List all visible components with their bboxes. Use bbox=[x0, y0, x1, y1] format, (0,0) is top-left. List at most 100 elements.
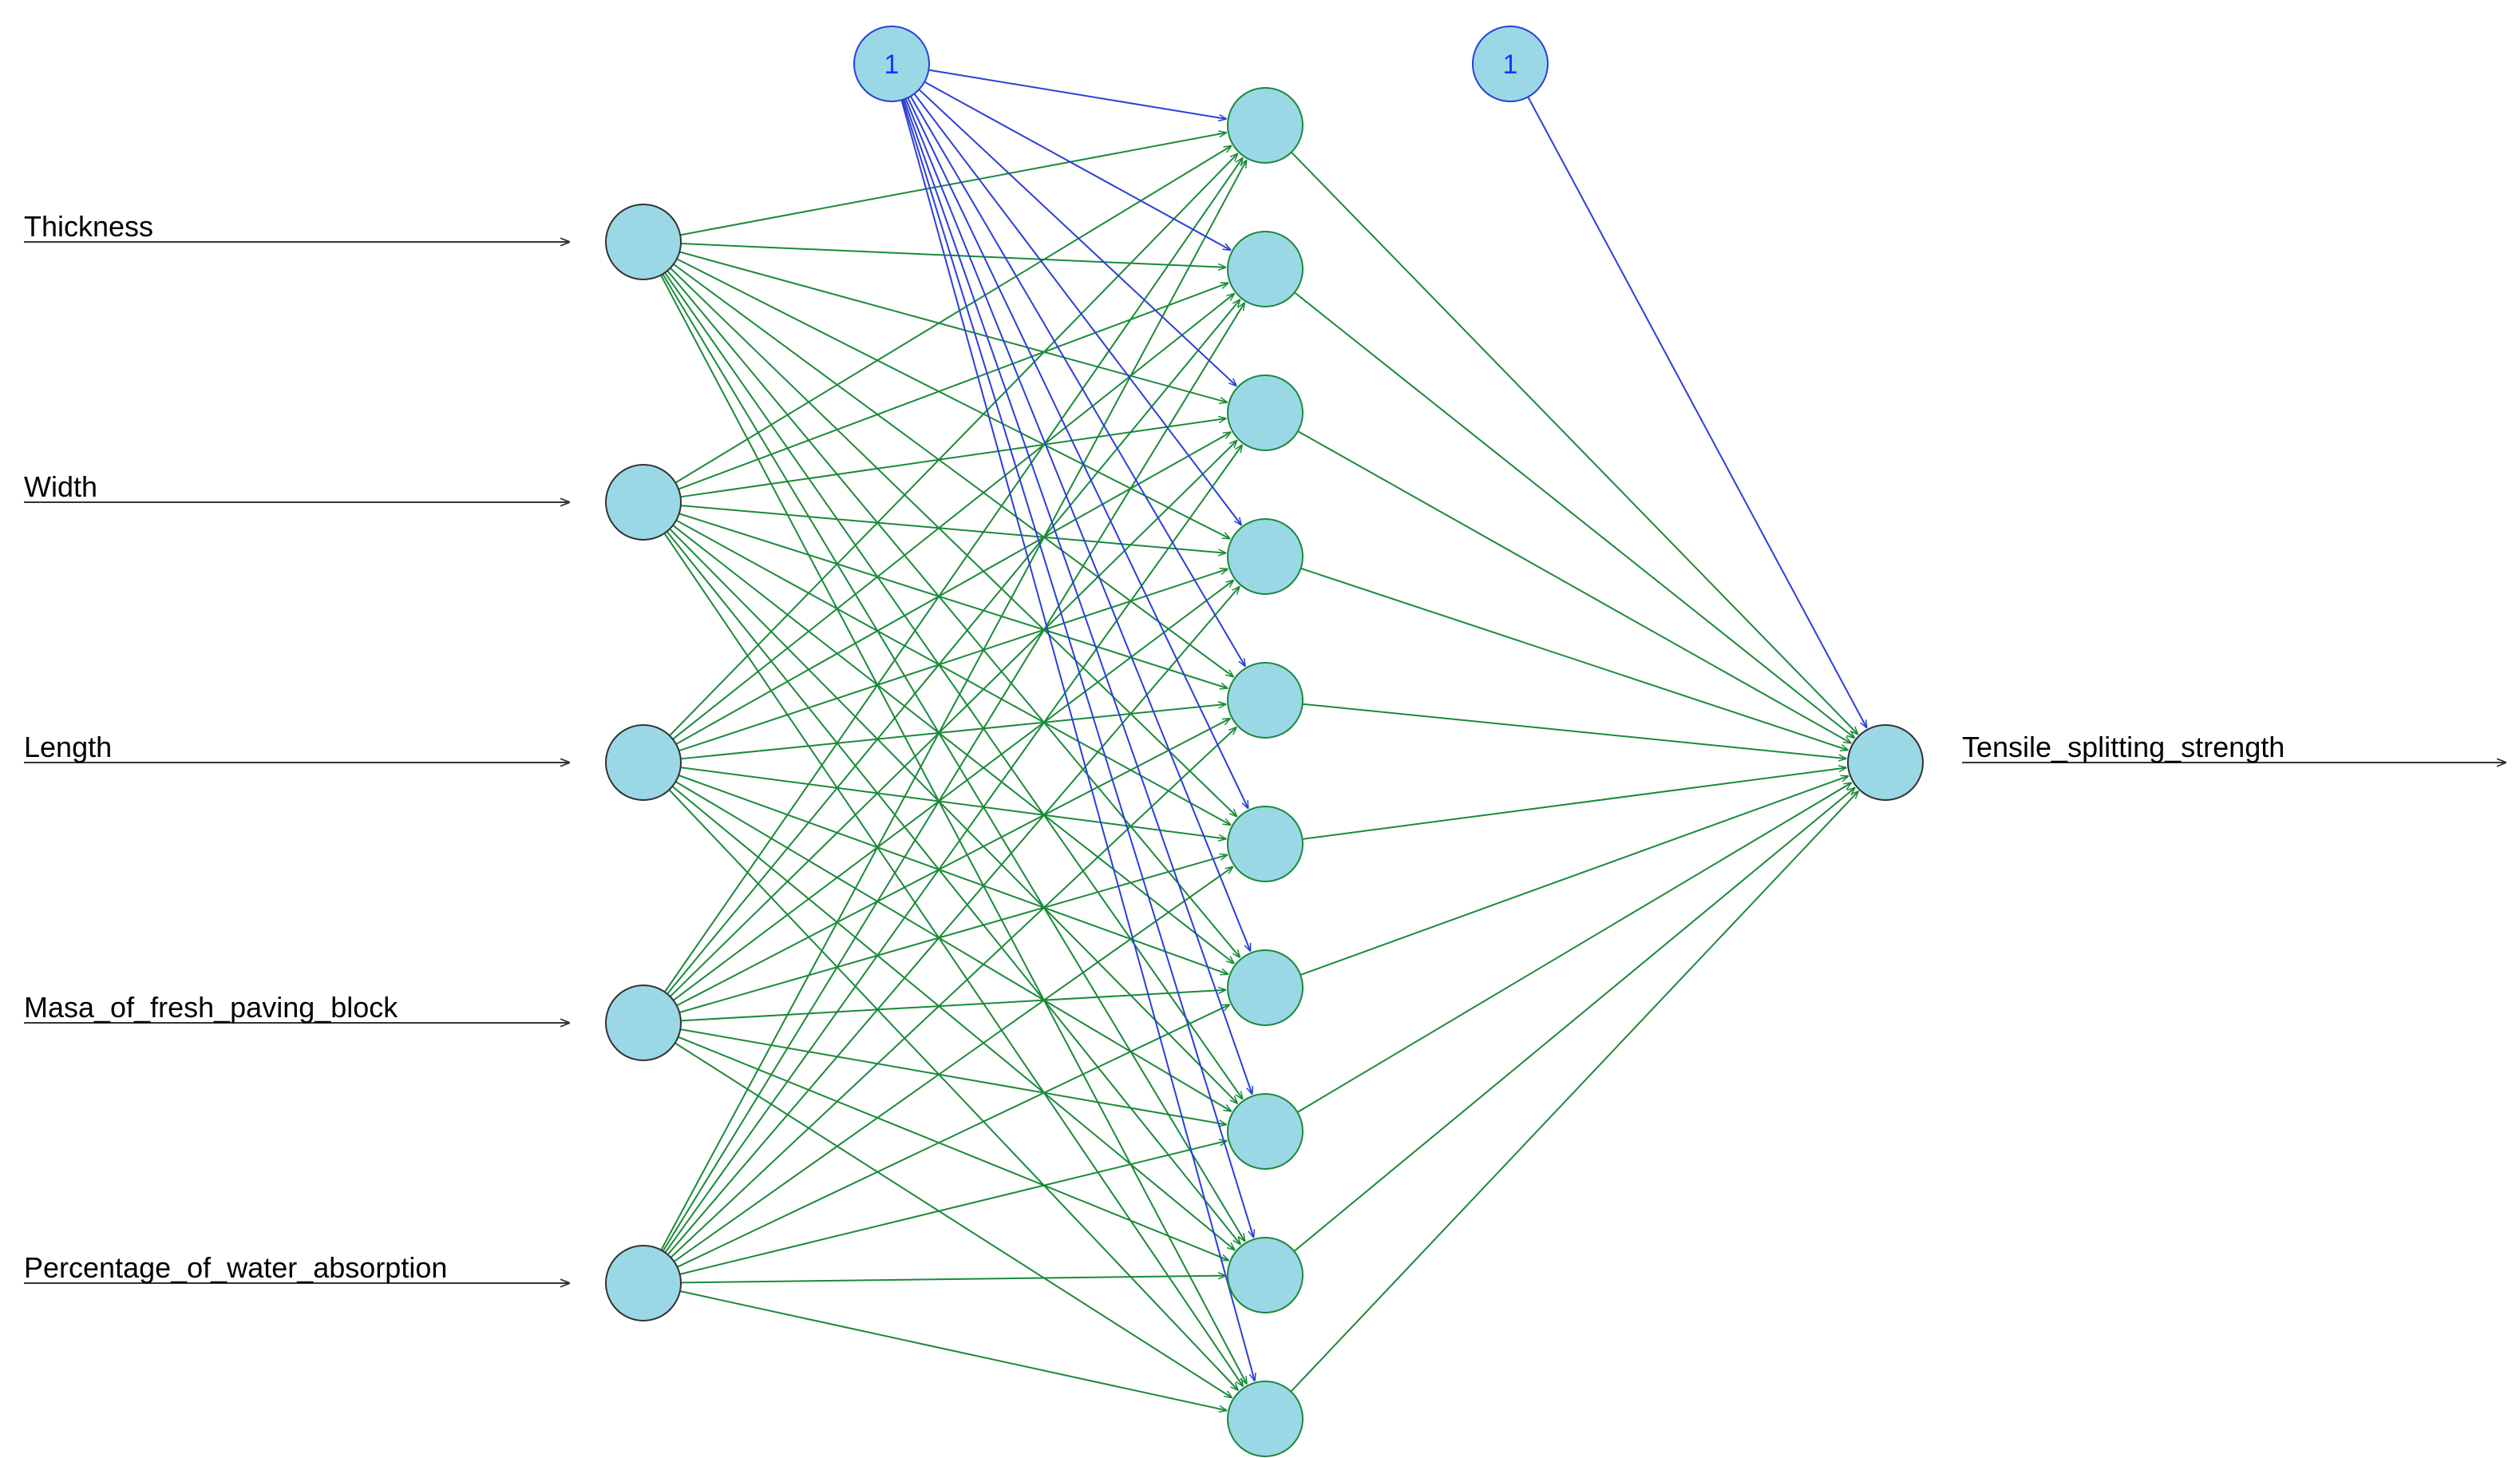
weight-edge-in0-h1 bbox=[680, 243, 1226, 267]
weight-edge-h5-out bbox=[1302, 767, 1847, 840]
io-arrows bbox=[24, 242, 2506, 1283]
weight-edge-h2-out bbox=[1297, 430, 1851, 743]
weight-edge-in4-h1 bbox=[662, 303, 1245, 1252]
weight-edge-h6-out bbox=[1300, 776, 1849, 976]
weight-edge-in0-h6 bbox=[667, 270, 1240, 957]
weight-edge-in4-h2 bbox=[664, 445, 1242, 1254]
weight-edge-in1-h7 bbox=[669, 528, 1238, 1103]
input-node-4 bbox=[605, 1245, 682, 1321]
weight-edge-in4-h9 bbox=[679, 1290, 1227, 1411]
weight-edge-in0-h2 bbox=[679, 251, 1227, 402]
weight-edge-in3-h3 bbox=[673, 580, 1234, 1001]
hidden-node-2 bbox=[1227, 374, 1304, 451]
hidden-node-7 bbox=[1227, 1093, 1304, 1170]
weight-edge-in1-h5 bbox=[675, 519, 1231, 826]
weight-edge-in2-h8 bbox=[671, 786, 1235, 1250]
input-node-0 bbox=[605, 204, 682, 280]
weight-edge-in3-h0 bbox=[663, 157, 1243, 992]
weight-edge-in4-h5 bbox=[673, 866, 1233, 1262]
bias-edge-h5 bbox=[907, 97, 1249, 808]
input-node-1 bbox=[605, 464, 682, 541]
input-label-1: Width bbox=[24, 470, 97, 503]
hidden-node-9 bbox=[1227, 1381, 1304, 1457]
weight-edge-in4-h6 bbox=[677, 1004, 1229, 1268]
bias-edge-h9 bbox=[900, 100, 1254, 1381]
bias-edge-h2 bbox=[918, 89, 1236, 386]
weight-edge-in4-h0 bbox=[660, 160, 1247, 1251]
input-label-2: Length bbox=[24, 731, 112, 763]
weight-edge-in1-h1 bbox=[678, 283, 1228, 490]
weight-edge-in2-h6 bbox=[678, 775, 1228, 974]
bias-node-hidden bbox=[853, 26, 930, 102]
weight-edge-in2-h5 bbox=[680, 767, 1227, 839]
weight-edge-in2-h9 bbox=[668, 789, 1238, 1390]
weight-edge-in3-h5 bbox=[678, 855, 1228, 1013]
weight-edge-in2-h7 bbox=[675, 781, 1231, 1111]
weight-edge-in0-h0 bbox=[680, 133, 1227, 236]
weight-edge-in0-h5 bbox=[670, 267, 1237, 817]
weight-edge-in2-h1 bbox=[672, 293, 1235, 740]
input-label-0: Thickness bbox=[24, 210, 153, 243]
hidden-node-1 bbox=[1227, 231, 1304, 307]
weight-edge-in0-h3 bbox=[676, 258, 1230, 539]
weight-edge-in2-h0 bbox=[669, 153, 1238, 737]
bias-edges bbox=[900, 69, 1867, 1381]
output-node bbox=[1847, 724, 1924, 801]
hidden-node-8 bbox=[1227, 1237, 1304, 1313]
weight-edge-in4-h8 bbox=[680, 1276, 1226, 1284]
weight-edge-in1-h3 bbox=[680, 505, 1226, 553]
weight-edges bbox=[660, 133, 1858, 1411]
output-label: Tensile_splitting_strength bbox=[1962, 731, 2285, 763]
input-node-2 bbox=[605, 724, 682, 801]
weight-edge-in2-h4 bbox=[680, 704, 1226, 760]
weight-edge-in3-h7 bbox=[680, 1028, 1226, 1124]
weight-edge-in3-h1 bbox=[667, 299, 1240, 995]
input-node-3 bbox=[605, 985, 682, 1061]
hidden-node-6 bbox=[1227, 949, 1304, 1026]
hidden-node-4 bbox=[1227, 662, 1304, 739]
bias-edge-h1 bbox=[924, 81, 1231, 251]
weight-edge-in3-h9 bbox=[675, 1042, 1232, 1397]
weight-edge-h0-out bbox=[1291, 151, 1858, 735]
bias-edge-h7 bbox=[903, 99, 1252, 1094]
weight-edge-in2-h3 bbox=[678, 569, 1228, 752]
weight-edge-h3-out bbox=[1300, 567, 1849, 751]
nodes bbox=[605, 26, 1924, 1457]
weight-edge-in0-h7 bbox=[664, 271, 1243, 1099]
bias-label-output: 1 bbox=[1503, 50, 1518, 80]
bias-node-output bbox=[1472, 26, 1549, 102]
hidden-node-3 bbox=[1227, 518, 1304, 595]
bias-label-hidden: 1 bbox=[884, 50, 900, 80]
weight-edge-in1-h9 bbox=[663, 533, 1243, 1387]
weight-edge-h1-out bbox=[1294, 291, 1855, 738]
input-label-4: Percentage_of_water_absorption bbox=[24, 1251, 447, 1284]
bias-edge-h8 bbox=[901, 99, 1254, 1238]
weight-edge-in1-h0 bbox=[675, 145, 1232, 484]
input-label-3: Masa_of_fresh_paving_block bbox=[24, 991, 398, 1024]
weight-edge-in0-h4 bbox=[673, 263, 1234, 677]
weight-edge-in3-h8 bbox=[678, 1036, 1229, 1262]
weight-edge-in3-h2 bbox=[669, 440, 1237, 997]
weight-edge-in0-h8 bbox=[662, 273, 1244, 1242]
bias-edge-h6 bbox=[904, 98, 1252, 952]
weight-edge-in1-h2 bbox=[680, 418, 1227, 498]
weight-edge-h4-out bbox=[1302, 703, 1846, 759]
weight-edge-in1-h8 bbox=[666, 530, 1240, 1245]
bias-edge-out bbox=[1527, 96, 1867, 727]
weight-edge-h8-out bbox=[1293, 787, 1855, 1252]
weight-edge-in1-h4 bbox=[678, 513, 1228, 688]
weight-edge-in4-h3 bbox=[667, 586, 1240, 1255]
weight-edge-in4-h4 bbox=[670, 727, 1236, 1258]
weight-edge-in4-h7 bbox=[679, 1141, 1228, 1275]
weight-edge-h7-out bbox=[1296, 782, 1851, 1113]
weight-edge-in1-h6 bbox=[672, 525, 1234, 964]
weight-edge-in3-h6 bbox=[680, 990, 1226, 1022]
weight-edge-h9-out bbox=[1290, 791, 1858, 1393]
bias-edge-h0 bbox=[928, 69, 1226, 119]
weight-edge-in0-h9 bbox=[660, 275, 1247, 1385]
hidden-node-0 bbox=[1227, 87, 1304, 164]
bias-edge-h4 bbox=[909, 96, 1245, 667]
bias-edge-h3 bbox=[913, 93, 1241, 525]
hidden-node-5 bbox=[1227, 806, 1304, 882]
